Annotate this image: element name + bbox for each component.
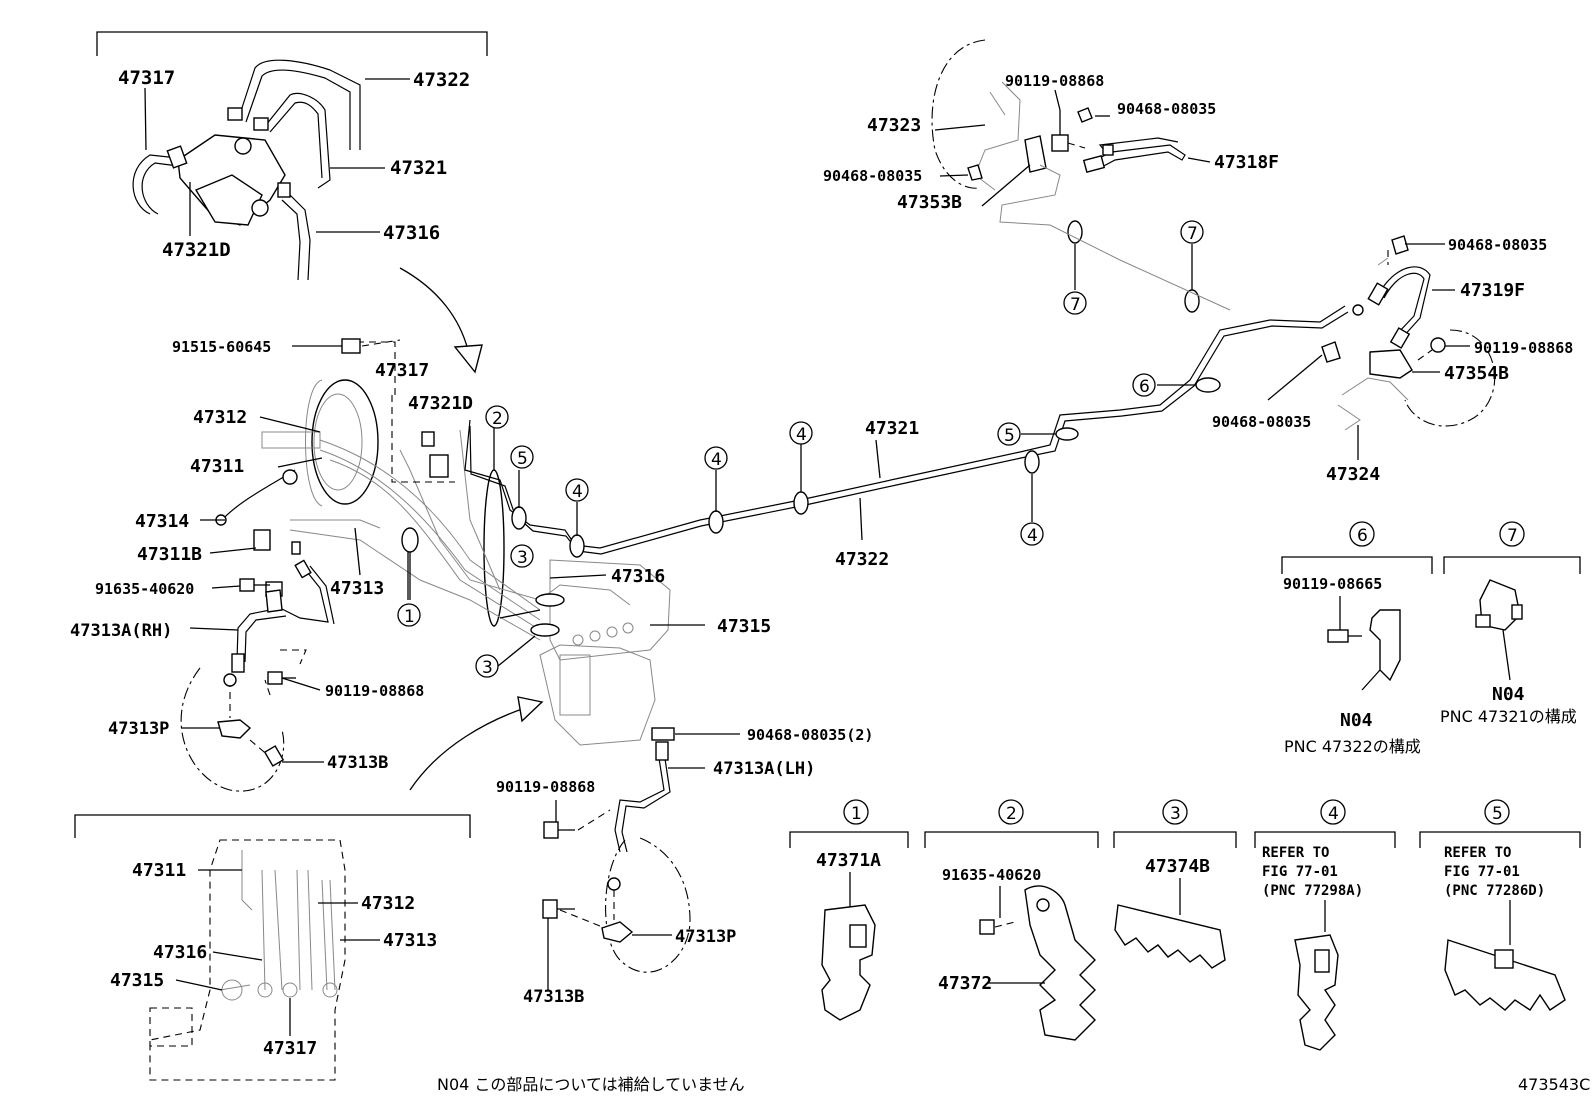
callouts: 1 2 3 3 5 4 4 4 4 5 6 7 7 xyxy=(397,220,1204,678)
callout-2: 2 xyxy=(492,409,503,429)
label-47321D-top: 47321D xyxy=(162,239,231,261)
callout-7b: 7 xyxy=(1070,295,1081,315)
inset-7: 7 N04 PNC 47321の構成 xyxy=(1440,521,1581,726)
label-47324: 47324 xyxy=(1326,464,1380,485)
label-47322-top: 47322 xyxy=(413,69,470,91)
label-47311B: 47311B xyxy=(137,544,202,565)
label-90119-08868-mid: 90119-08868 xyxy=(496,778,595,796)
inset-6-code: N04 xyxy=(1340,710,1373,731)
label-90468-08035-c: 90468-08035 xyxy=(1448,236,1547,254)
inset-4-line3: (PNC 77298A) xyxy=(1262,883,1363,899)
label-47322-mid: 47322 xyxy=(835,549,889,570)
inset-5-line3: (PNC 77286D) xyxy=(1444,883,1545,899)
label-47318F: 47318F xyxy=(1214,152,1279,173)
label-47311-bot: 47311 xyxy=(132,860,186,881)
inset-6-note: PNC 47322の構成 xyxy=(1284,737,1421,756)
label-47313B-mid: 47313B xyxy=(523,987,584,1007)
rear-right-assembly: 90468-08035 47319F 90119-08868 47354B 90… xyxy=(1212,235,1573,485)
master-cylinder-assembly: 91515-60645 47317 47321D 47312 47311 473… xyxy=(70,220,1349,1007)
inset-1: 1 47371A xyxy=(789,799,909,1021)
callout-4a: 4 xyxy=(572,482,583,502)
label-47313-bot: 47313 xyxy=(383,930,437,951)
inset-7-number: 7 xyxy=(1507,526,1518,546)
label-47312-bot: 47312 xyxy=(361,893,415,914)
label-47323: 47323 xyxy=(867,115,921,136)
callout-4b: 4 xyxy=(711,450,722,470)
inset-2: 2 91635-40620 47372 xyxy=(924,799,1099,1041)
label-47321D-mid: 47321D xyxy=(408,393,473,414)
inset-7-note: PNC 47321の構成 xyxy=(1440,707,1577,726)
label-47316-bot: 47316 xyxy=(153,942,207,963)
label-47315-bot: 47315 xyxy=(110,970,164,991)
callout-3b: 3 xyxy=(482,658,493,678)
callout-6: 6 xyxy=(1139,377,1150,397)
inset-5-line1: REFER TO xyxy=(1444,845,1511,861)
footer-note: N04 この部品については補給していません xyxy=(437,1075,745,1094)
label-47321-mid: 47321 xyxy=(865,418,919,439)
label-90119-08868-left: 90119-08868 xyxy=(325,682,424,700)
label-90468-08035-d: 90468-08035 xyxy=(1212,413,1311,431)
callout-4c: 4 xyxy=(796,425,807,445)
bottom-left-inset: 47311 47312 47316 47313 47315 47317 xyxy=(74,814,471,1081)
inset-3: 3 47374B xyxy=(1113,799,1237,969)
top-left-inset: 47317 47322 47321 47321D 47316 xyxy=(96,31,488,281)
label-47313P-left: 47313P xyxy=(108,719,169,739)
label-47314: 47314 xyxy=(135,511,189,532)
inset-1-part: 47371A xyxy=(816,850,881,871)
front-right-assembly: 90119-08868 90468-08035 47323 90468-0803… xyxy=(823,39,1279,311)
label-47321-top: 47321 xyxy=(390,157,447,179)
inset-2-part1: 91635-40620 xyxy=(942,866,1041,884)
label-47312: 47312 xyxy=(193,407,247,428)
inset-3-part: 47374B xyxy=(1145,856,1210,877)
callout-5a: 5 xyxy=(517,449,528,469)
callout-3a: 3 xyxy=(517,548,528,568)
label-47319F: 47319F xyxy=(1460,280,1525,301)
label-47311: 47311 xyxy=(190,456,244,477)
inset-6-number: 6 xyxy=(1357,526,1368,546)
label-47317-top: 47317 xyxy=(118,67,175,89)
inset-4-line2: FIG 77-01 xyxy=(1262,864,1338,880)
label-47317-mid: 47317 xyxy=(375,360,429,381)
figure-id: 473543C xyxy=(1518,1075,1590,1094)
label-47315: 47315 xyxy=(717,616,771,637)
inset-5: 5 REFER TO FIG 77-01 (PNC 77286D) xyxy=(1419,799,1581,1011)
label-47316-top: 47316 xyxy=(383,222,440,244)
inset-6: 6 90119-08665 N04 PNC 47322の構成 xyxy=(1281,521,1433,756)
label-47353B: 47353B xyxy=(897,192,962,213)
callout-1: 1 xyxy=(404,607,415,627)
inset-5-line2: FIG 77-01 xyxy=(1444,864,1520,880)
label-90468-08035-2: 90468-08035(2) xyxy=(747,726,873,744)
label-47313A-LH: 47313A(LH) xyxy=(713,759,815,779)
label-47313: 47313 xyxy=(330,578,384,599)
label-90468-08035-b: 90468-08035 xyxy=(823,167,922,185)
label-47354B: 47354B xyxy=(1444,363,1509,384)
label-91635-40620-left: 91635-40620 xyxy=(95,580,194,598)
inset-7-code: N04 xyxy=(1492,684,1525,705)
inset-4-number: 4 xyxy=(1328,804,1339,824)
label-90119-08868-right: 90119-08868 xyxy=(1474,339,1573,357)
inset-2-part2: 47372 xyxy=(938,973,992,994)
callout-5b: 5 xyxy=(1004,426,1015,446)
label-47317-bot: 47317 xyxy=(263,1038,317,1059)
label-47316-mid: 47316 xyxy=(611,566,665,587)
inset-2-number: 2 xyxy=(1006,804,1017,824)
inset-4-line1: REFER TO xyxy=(1262,845,1329,861)
label-91515-60645: 91515-60645 xyxy=(172,338,271,356)
label-90119-08868-topright: 90119-08868 xyxy=(1005,72,1104,90)
inset-6-part: 90119-08665 xyxy=(1283,575,1382,593)
label-47313A-RH: 47313A(RH) xyxy=(70,621,172,641)
callout-7a: 7 xyxy=(1187,224,1198,244)
inset-4: 4 REFER TO FIG 77-01 (PNC 77298A) xyxy=(1254,799,1396,1051)
callout-4d: 4 xyxy=(1027,526,1038,546)
inset-1-number: 1 xyxy=(851,804,862,824)
inset-5-number: 5 xyxy=(1492,804,1503,824)
label-47313P-mid: 47313P xyxy=(675,927,736,947)
inset-3-number: 3 xyxy=(1170,804,1181,824)
label-47313B-left: 47313B xyxy=(327,753,388,773)
flow-arrows xyxy=(399,267,544,791)
label-90468-08035-a: 90468-08035 xyxy=(1117,100,1216,118)
